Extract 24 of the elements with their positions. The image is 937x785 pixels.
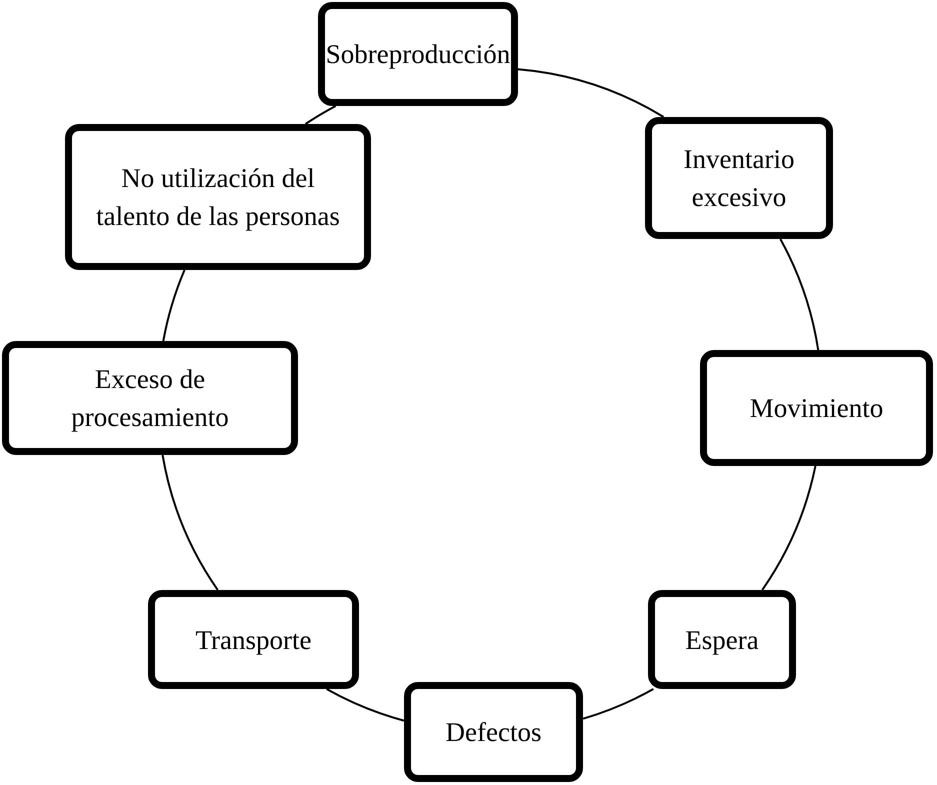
connector-arc — [780, 238, 820, 350]
box-label: Movimiento — [750, 392, 884, 425]
box-label: Transporte — [195, 624, 312, 657]
connector-arc — [761, 466, 816, 590]
waste-box — [700, 350, 933, 466]
connector-arc — [162, 270, 186, 342]
connector-arc — [304, 105, 336, 125]
box-label: Inventario excesivo — [682, 143, 796, 214]
waste-box — [318, 2, 518, 106]
box-label: Espera — [685, 624, 759, 657]
connector-arc — [326, 688, 404, 722]
waste-box — [2, 341, 298, 455]
connector-arc — [582, 688, 654, 720]
connector-arc — [518, 68, 664, 118]
waste-box — [645, 117, 833, 239]
box-label: No utilización del talento de las personas — [95, 162, 341, 233]
connector-arc — [162, 454, 219, 590]
waste-box — [648, 590, 796, 689]
box-label: Sobreproducción — [326, 38, 510, 71]
box-label: Defectos — [446, 716, 542, 749]
box-label: Exceso de procesamiento — [70, 363, 230, 434]
waste-box — [148, 590, 359, 689]
waste-box — [404, 682, 583, 782]
waste-box — [65, 124, 371, 270]
